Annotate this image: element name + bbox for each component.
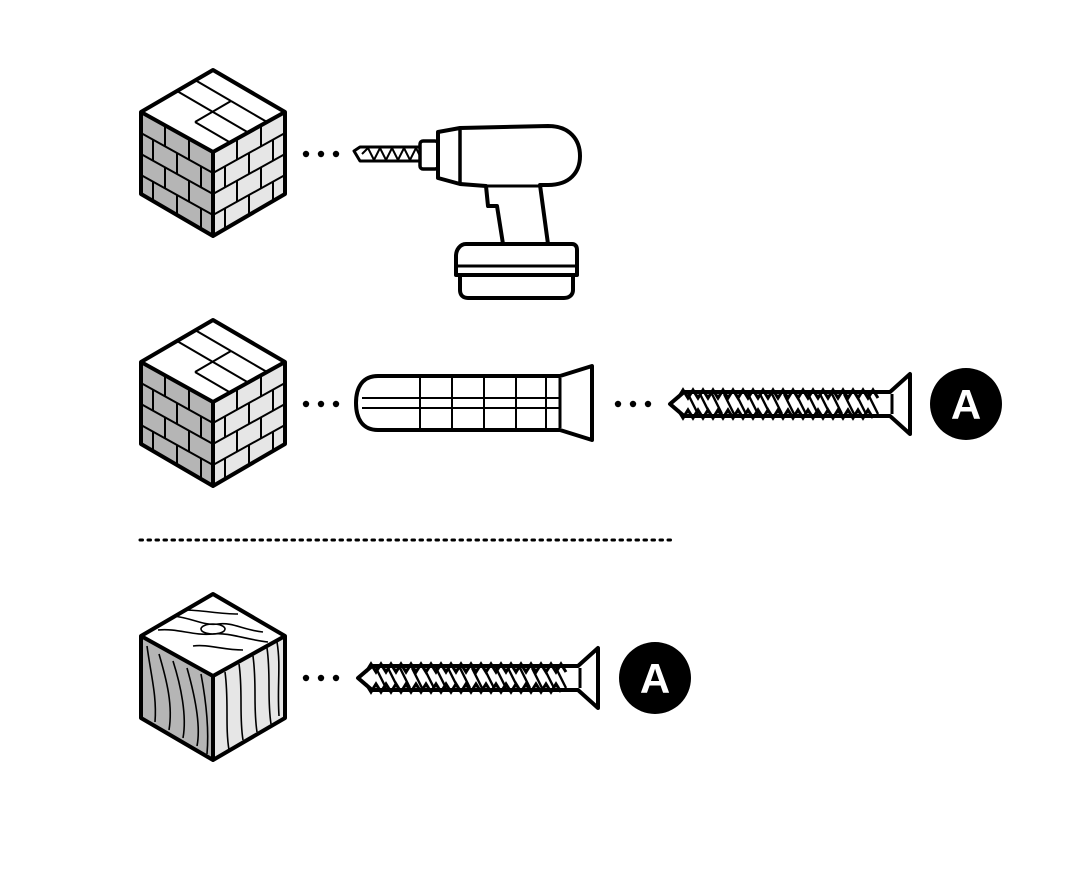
- part-badge: A: [619, 642, 691, 714]
- row-3-wood-screw: A: [139, 592, 691, 762]
- connector-dots: [302, 150, 340, 158]
- wood-icon: [139, 592, 287, 762]
- row-1-brick-drill: [139, 68, 582, 300]
- brick-wall-icon: [139, 318, 287, 488]
- wall-plug-icon: [354, 364, 594, 442]
- screw-icon: [668, 372, 912, 436]
- connector-dots: [614, 400, 652, 408]
- brick-wall-icon: [139, 68, 287, 238]
- part-label: A: [640, 655, 670, 702]
- connector-dots: [302, 674, 340, 682]
- part-badge: A: [930, 368, 1002, 440]
- part-label: A: [951, 381, 981, 428]
- row-2-brick-plug-screw: A: [139, 318, 1002, 488]
- connector-dots: [302, 400, 340, 408]
- screw-icon: [356, 646, 600, 710]
- drill-icon: [352, 124, 582, 300]
